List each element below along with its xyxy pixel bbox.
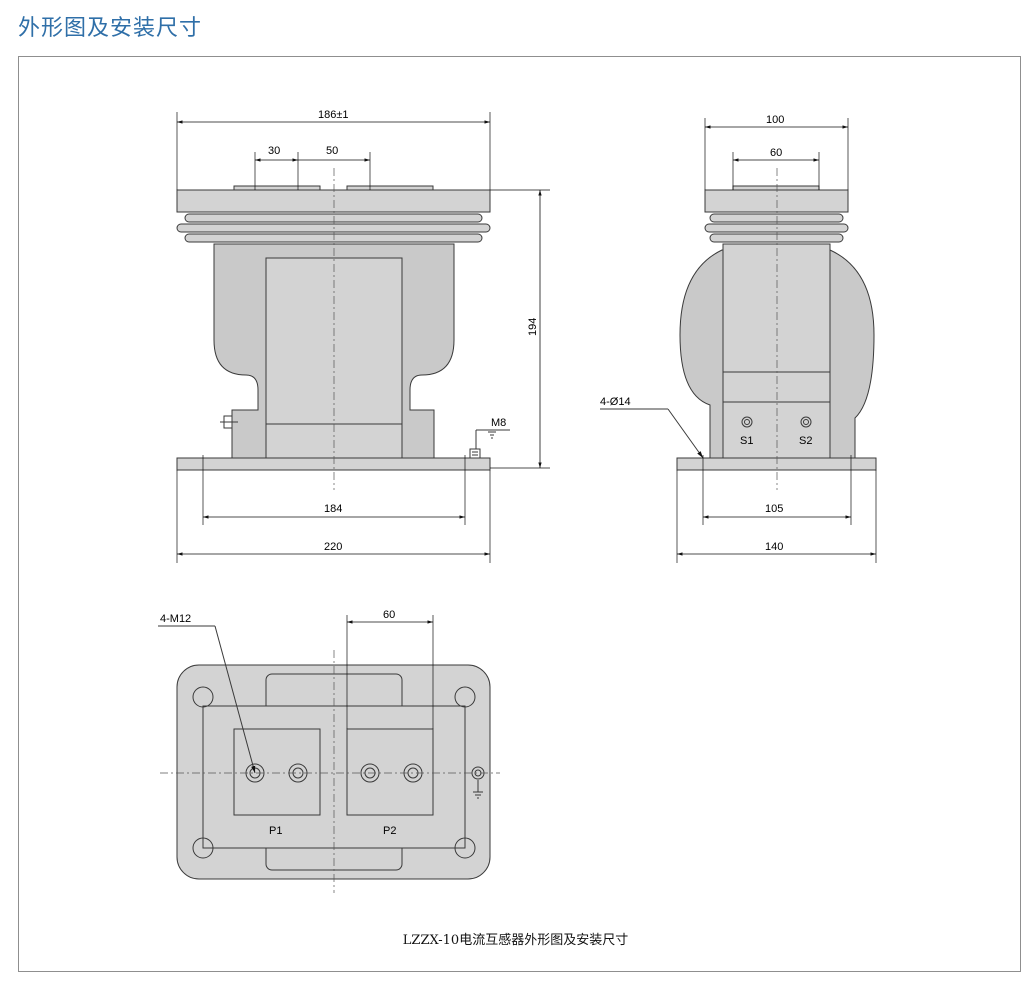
terminal-s2-screw — [800, 416, 812, 428]
front-base — [176, 457, 491, 471]
terminal-pad-p1 — [233, 728, 321, 816]
dim-front-height: 194 — [527, 318, 539, 336]
front-shed-1 — [184, 213, 483, 223]
dim-front-spacing-b: 50 — [326, 145, 338, 157]
terminal-s1-screw — [741, 416, 753, 428]
terminal-p2-label: P2 — [383, 825, 396, 837]
front-ground-bolt — [469, 448, 481, 459]
terminal-s2-label: S2 — [799, 435, 812, 447]
side-base — [676, 457, 877, 471]
front-top-plate — [176, 189, 491, 213]
dim-side-base-holes: 105 — [765, 503, 783, 515]
front-shed-2 — [176, 223, 491, 233]
mounting-hole-top-right — [454, 686, 476, 708]
top-thread-label: 4-M12 — [160, 613, 191, 625]
front-view: M8 186±1 30 50 194 184 220 — [176, 109, 550, 563]
drawing-caption: LZZX-10电流互感器外形图及安装尺寸 — [402, 933, 629, 948]
side-core — [722, 243, 831, 459]
mounting-hole-bottom-left — [192, 837, 214, 859]
front-shed-3 — [184, 233, 483, 243]
terminal-pad-p2 — [346, 728, 434, 816]
terminal-s1-label: S1 — [740, 435, 753, 447]
mounting-hole-top-left — [192, 686, 214, 708]
front-terminal-pad-left — [233, 185, 321, 191]
dim-front-base-width: 220 — [324, 541, 342, 553]
dim-front-spacing-a: 30 — [268, 145, 280, 157]
side-shed-2 — [704, 223, 849, 233]
top-view: P1 P2 4-M12 60 — [158, 609, 500, 893]
side-hole-label: 4-Ø14 — [600, 396, 631, 408]
dim-side-top-width: 100 — [766, 114, 784, 126]
dim-front-base-holes: 184 — [324, 503, 342, 515]
dim-side-base-width: 140 — [765, 541, 783, 553]
mounting-hole-bottom-right — [454, 837, 476, 859]
terminal-p1-label: P1 — [269, 825, 282, 837]
side-view: S1 S2 4-Ø14 100 60 105 140 — [600, 114, 877, 563]
side-terminal-pad — [732, 185, 820, 191]
dim-top-spacing: 60 — [383, 609, 395, 621]
page-heading: 外形图及安装尺寸 — [18, 16, 203, 41]
side-shed-3 — [709, 233, 844, 243]
dim-side-top-inner: 60 — [770, 147, 782, 159]
side-top-plate — [704, 189, 849, 213]
front-terminal-pad-right — [346, 185, 434, 191]
dim-front-top-width: 186±1 — [318, 109, 349, 121]
side-shed-1 — [709, 213, 844, 223]
ground-bolt-label: M8 — [491, 417, 506, 429]
